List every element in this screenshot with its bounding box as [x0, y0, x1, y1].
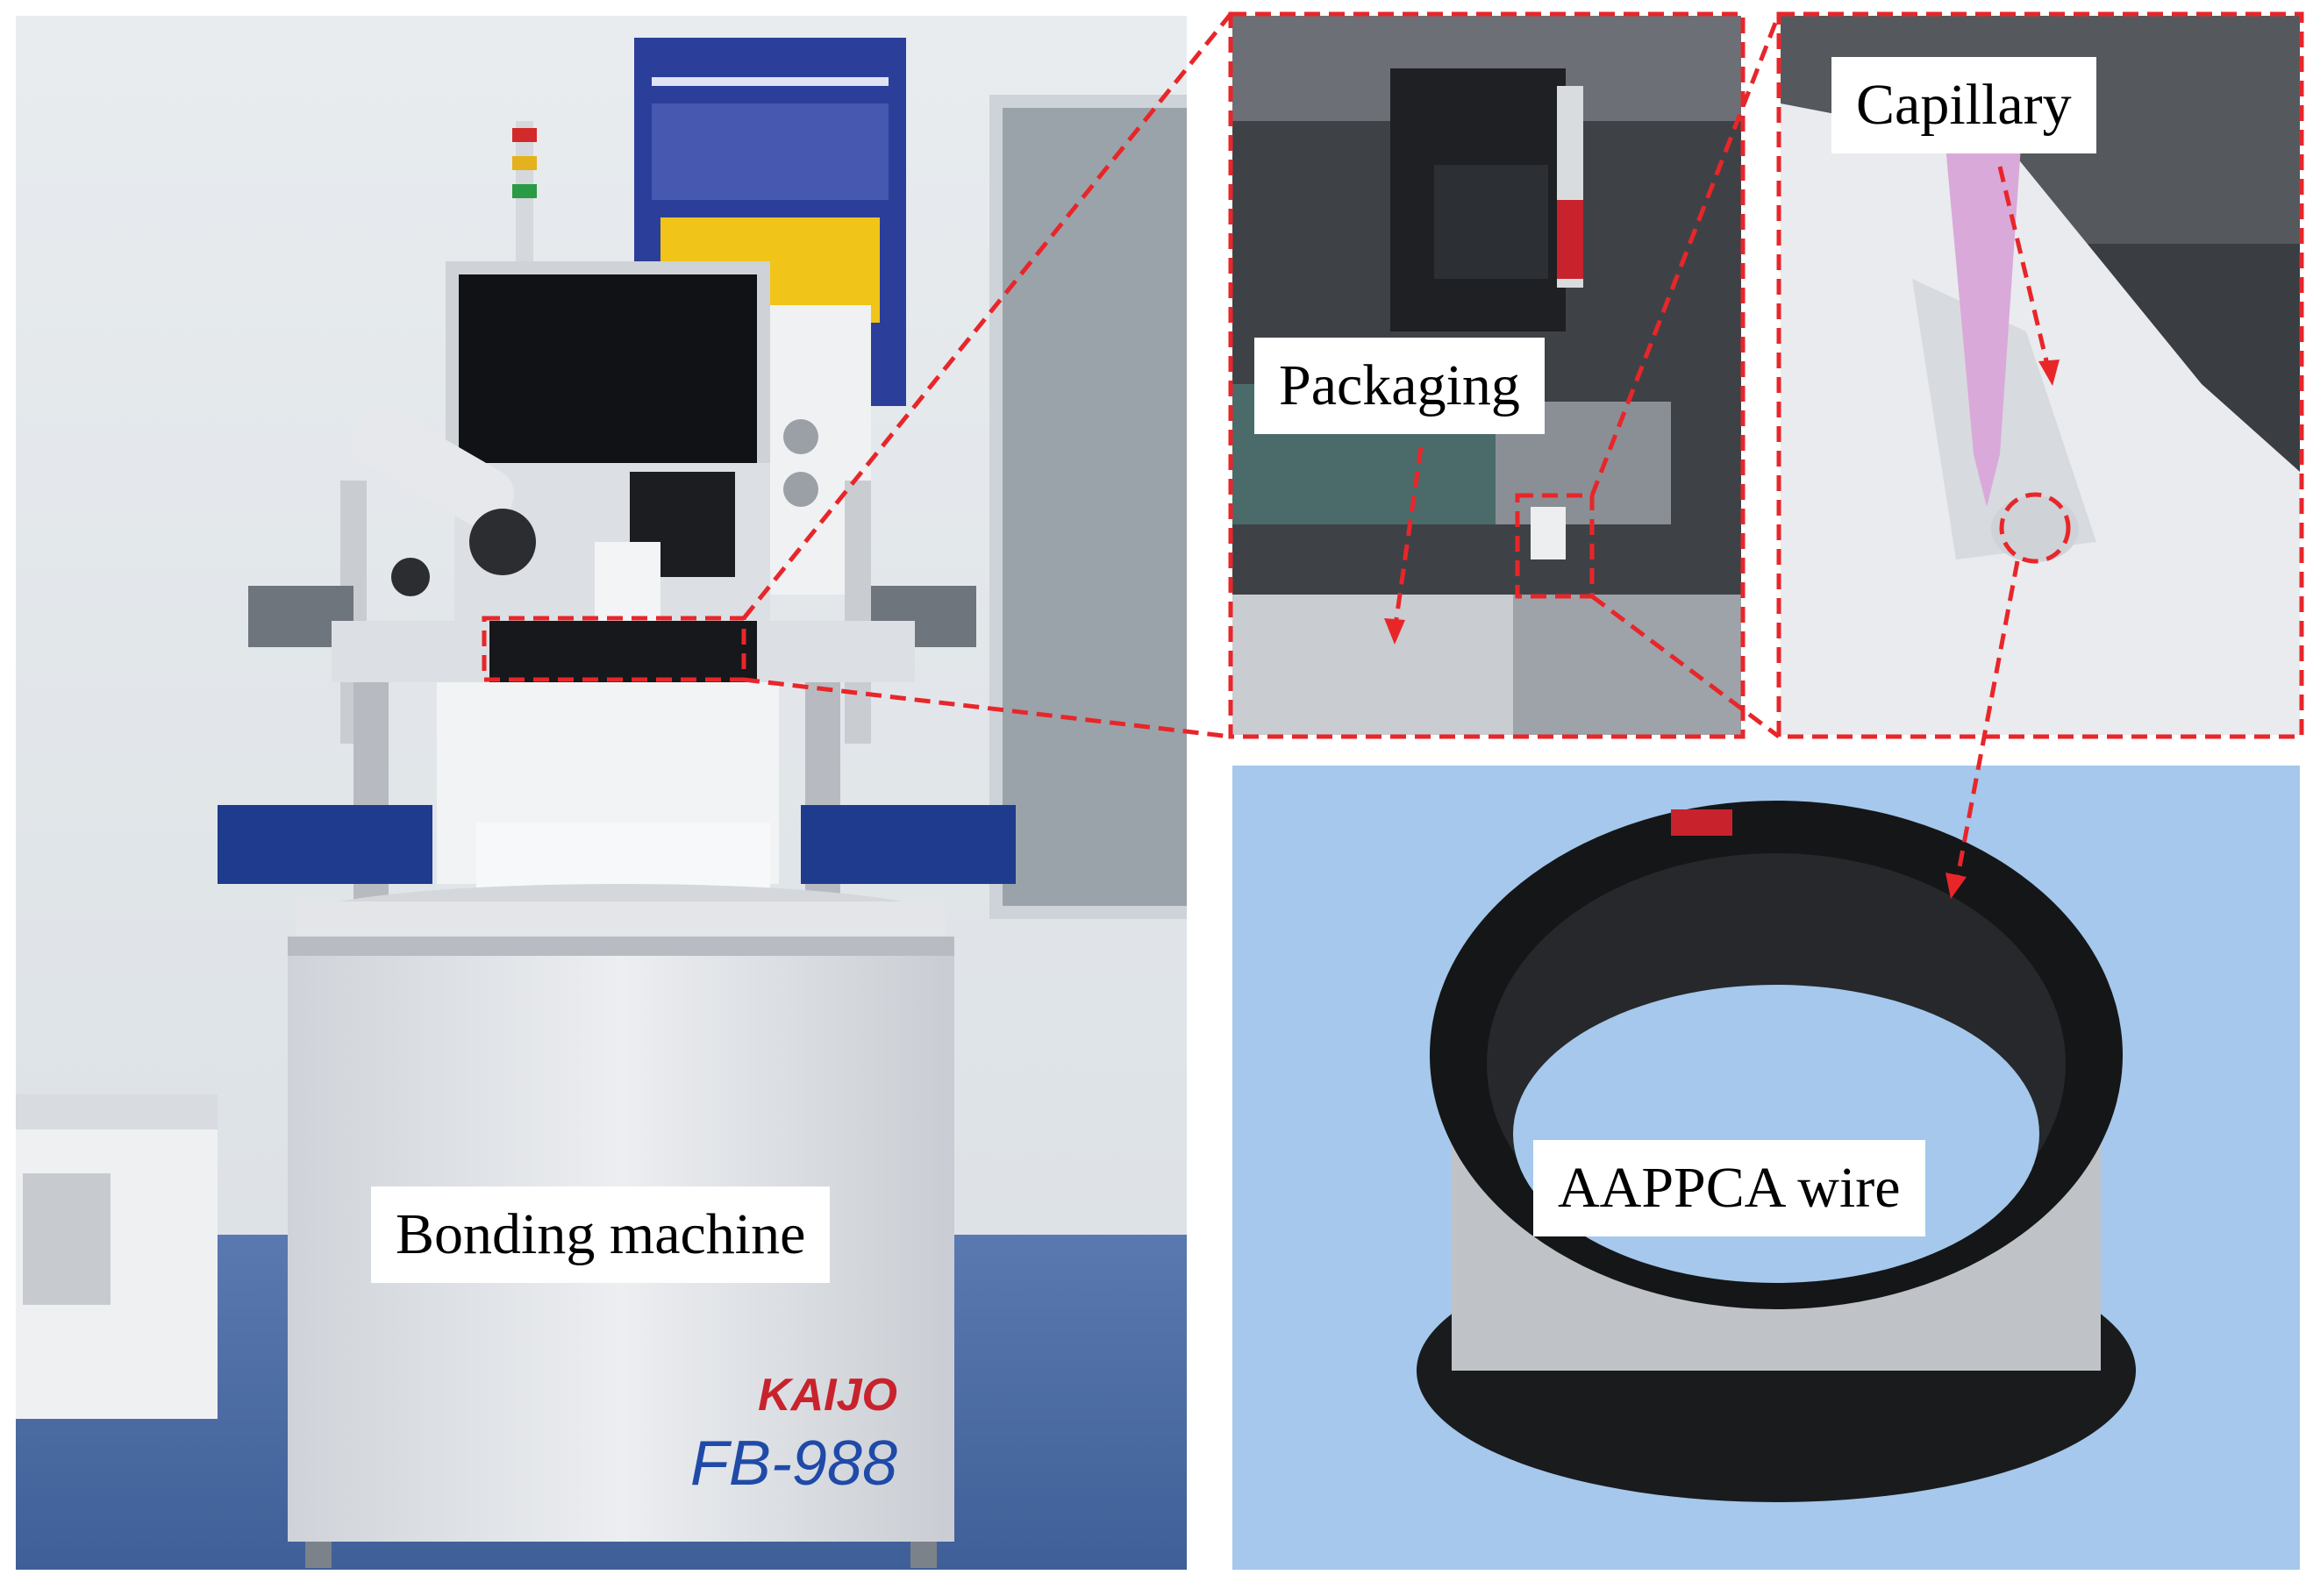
leadframe-tray [1232, 595, 1513, 735]
signal-tower [512, 121, 537, 270]
bonding-machine-illustration: KAIJO FB-988 [16, 16, 1187, 1570]
label-bonding-machine: Bonding machine [371, 1186, 831, 1283]
window-blinds [1003, 108, 1187, 906]
blue-side-panels [218, 805, 1016, 884]
microscope [350, 406, 536, 596]
model-name: FB-988 [690, 1429, 897, 1499]
label-capillary: Capillary [1831, 57, 2096, 153]
chiller-unit [16, 1094, 218, 1419]
monitor [446, 261, 770, 485]
bonding-machine-photo: KAIJO FB-988 [16, 16, 1187, 1570]
label-aappca-wire: AAPPCA wire [1533, 1140, 1925, 1236]
label-packaging: Packaging [1254, 338, 1545, 434]
brand-logo: KAIJO [758, 1370, 897, 1421]
